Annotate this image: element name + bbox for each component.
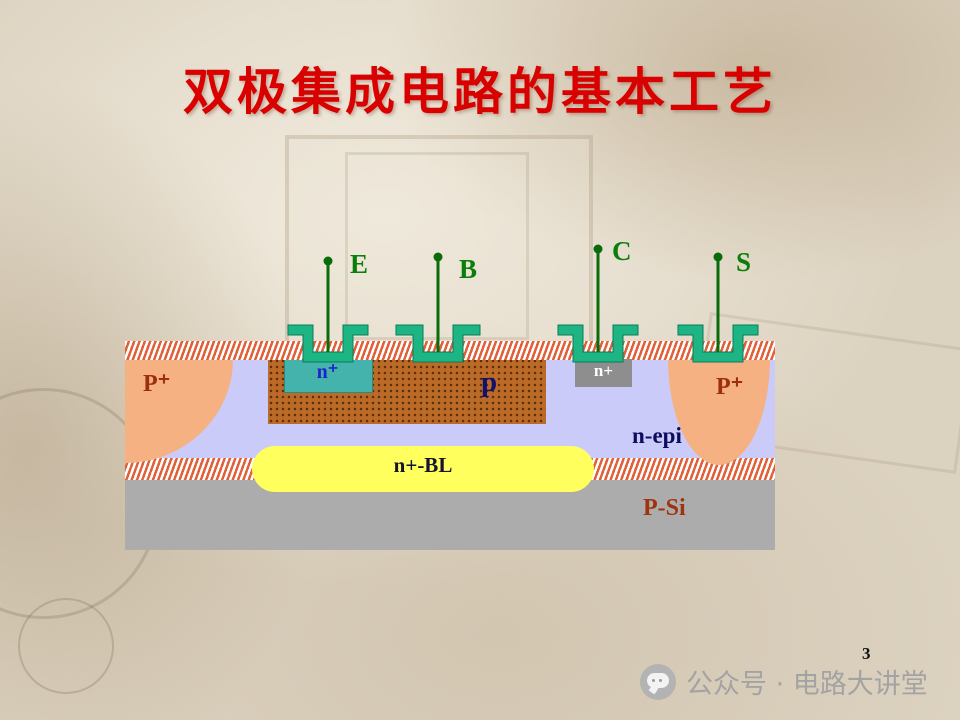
substrate-terminal-dot [713, 252, 723, 262]
n-plus-collector-contact-region [575, 359, 632, 387]
p-base-region [268, 352, 546, 424]
speech-bubble-icon [647, 672, 669, 688]
n-plus-buried-layer-region [252, 446, 594, 492]
terminal-label-emitter: E [350, 249, 369, 279]
slide-title: 双极集成电路的基本工艺 [183, 63, 777, 121]
label-n-epi: n-epi [632, 423, 682, 448]
bubble-dot [652, 678, 655, 682]
label-p-base: p [481, 366, 498, 398]
bubble-dot [659, 678, 662, 682]
watermark: 公众号 · 电路大讲堂 [640, 662, 928, 701]
label-p-plus-left: P⁺ [143, 371, 171, 397]
surface-oxide-layer [125, 341, 775, 360]
background-texture [18, 598, 114, 694]
watermark-text: 公众号 · 电路大讲堂 [686, 669, 928, 700]
label-p-si-substrate: P-Si [643, 495, 686, 521]
collector-terminal-dot [593, 244, 603, 254]
page-number: 3 [862, 644, 871, 663]
label-n-plus-collector: n+ [593, 361, 614, 380]
label-buried-layer: n+-BL [393, 453, 453, 477]
terminal-label-collector: C [612, 236, 632, 266]
wechat-official-account-icon [640, 663, 676, 700]
label-n-plus-emitter: n⁺ [316, 361, 339, 383]
terminal-label-base: B [459, 254, 478, 284]
terminal-label-substrate: S [736, 247, 752, 277]
background-texture [345, 152, 529, 340]
label-p-plus-right: P⁺ [716, 374, 744, 400]
